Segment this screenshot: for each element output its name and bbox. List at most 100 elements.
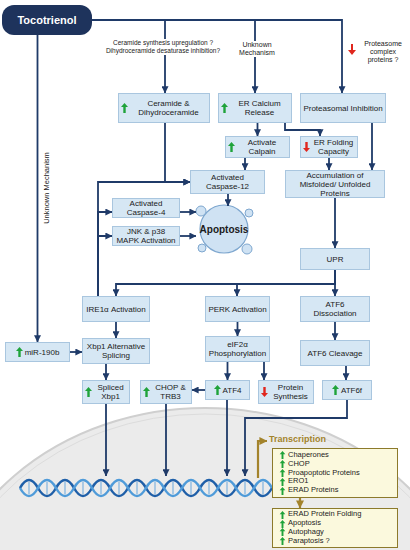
connector-arrow	[334, 198, 336, 248]
text-row: Proteasomal Inhibition	[303, 104, 382, 113]
connector-arrow	[98, 212, 112, 296]
connector-arrow	[92, 20, 342, 93]
result-box: ChaperonesCHOPProapoptotic ProteinsERO1E…	[272, 448, 398, 498]
node-text: CHOP & TRB3	[152, 383, 189, 401]
increase-arrow	[332, 385, 339, 395]
process-box: IRE1α Activation	[82, 296, 150, 322]
text-row: Apoptosis	[200, 224, 249, 235]
connector-arrow	[165, 123, 190, 182]
node-text: Chaperones	[288, 451, 329, 460]
connector-arrow	[299, 498, 301, 508]
increase-arrow	[221, 103, 228, 113]
text-row: Paraptosis ?	[279, 537, 330, 546]
increase-arrow	[143, 387, 150, 397]
node-text: Spliced Xbp1	[94, 383, 127, 401]
process-box: Xbp1 Alternative Splicing	[82, 338, 150, 364]
node-text: Tocotrienol	[17, 14, 76, 26]
text-row: Tocotrienol	[17, 14, 76, 26]
node-text: Proteasomal Inhibition	[303, 104, 382, 113]
increase-arrow	[332, 385, 339, 395]
text-row: CHOP	[279, 460, 310, 469]
increase-arrow	[85, 387, 92, 397]
text-row: Chaperones	[279, 451, 329, 460]
node-text: Apoptosis	[200, 224, 249, 235]
connector-arrow	[98, 236, 112, 296]
connector-arrow	[98, 182, 190, 296]
increase-arrow	[280, 511, 286, 519]
increase-arrow	[279, 487, 286, 495]
increase-arrow	[228, 142, 235, 152]
connector-arrow	[257, 123, 259, 136]
connector-arrow	[237, 270, 335, 296]
increase-arrow	[279, 460, 286, 468]
nucleus	[0, 408, 410, 550]
node-text: JNK & p38 MAPK Activation	[115, 227, 177, 245]
node-text: ER Calcium Release	[230, 99, 289, 117]
text-row: PERK Activation	[208, 305, 266, 314]
process-box: ATF6 Cleavage	[300, 340, 370, 366]
connector-arrow	[192, 389, 205, 391]
node-text: Ceramide & Dihydroceramide	[130, 99, 207, 117]
increase-arrow	[85, 387, 92, 397]
node-text: ERO1	[288, 477, 308, 486]
edge-label: Unknown Mechanism	[43, 143, 51, 233]
increase-arrow	[279, 451, 286, 459]
dna-base-pairs	[29, 482, 263, 494]
node-text: miR-190b	[25, 348, 60, 357]
process-label: Transcription	[269, 434, 349, 445]
increase-arrow	[228, 142, 235, 152]
text-row: eIF2α Phosphorylation	[208, 340, 267, 358]
text-row: ATF6 Dissociation	[303, 300, 367, 318]
increase-arrow	[16, 347, 23, 357]
connector-arrow	[334, 270, 336, 296]
apoptotic-body	[242, 244, 252, 254]
text-row: ATF6f	[332, 385, 362, 395]
transcription-arrow	[258, 441, 267, 478]
text-row: Protein Synthesis	[261, 383, 311, 401]
process-box: eIF2α Phosphorylation	[205, 336, 270, 362]
process-box: JNK & p38 MAPK Activation	[112, 226, 180, 246]
increase-arrow	[280, 460, 286, 468]
text-row: CHOP & TRB3	[143, 383, 189, 401]
apoptotic-body	[245, 209, 253, 217]
node-text: Apoptosis	[288, 519, 321, 528]
connector-arrow	[37, 35, 39, 342]
text-row: JNK & p38 MAPK Activation	[115, 227, 177, 245]
connector-arrow	[334, 322, 336, 340]
node-text: IRE1α Activation	[86, 305, 145, 314]
increase-arrow	[121, 103, 128, 113]
text-row: Proapoptotic Proteins	[279, 469, 360, 478]
text-row: ER Folding Capacity	[303, 138, 355, 156]
text-row: ATF4	[214, 385, 242, 395]
process-box: ATF4	[205, 380, 250, 400]
connector-arrow	[115, 322, 117, 338]
node-text: eIF2α Phosphorylation	[208, 340, 267, 358]
apoptotic-body	[196, 206, 206, 216]
text-row: Activated Caspase-12	[193, 173, 262, 191]
increase-arrow	[280, 487, 286, 495]
edge-label: Proteasome complex proteins ?	[358, 40, 408, 64]
process-box: Spliced Xbp1	[82, 380, 130, 404]
node-text: ATF6f	[341, 386, 362, 395]
dna-strand	[20, 480, 272, 496]
decrease-arrow	[261, 387, 268, 397]
increase-arrow	[16, 347, 23, 357]
increase-arrow	[214, 385, 221, 395]
node-text: PERK Activation	[208, 305, 266, 314]
connector-arrow	[263, 362, 265, 380]
process-box: ATF6 Dissociation	[300, 296, 370, 322]
text-row: Ceramide & Dihydroceramide	[121, 99, 207, 117]
compound-box: Tocotrienol	[2, 5, 92, 35]
result-box: ERAD Protein FoldingApoptosisAutophagyPa…	[272, 508, 398, 548]
to-dna-arrow	[165, 404, 167, 476]
connector-arrow	[227, 362, 229, 380]
increase-arrow	[280, 537, 286, 545]
process-box: PERK Activation	[205, 296, 270, 322]
text-row: miR-190b	[16, 347, 60, 357]
node-text: UPR	[327, 255, 344, 264]
node-text: Activated Caspase-4	[115, 199, 177, 217]
node-text: CHOP	[288, 460, 310, 469]
increase-arrow	[280, 478, 286, 486]
increase-arrow	[143, 387, 150, 397]
increase-arrow	[280, 451, 286, 459]
